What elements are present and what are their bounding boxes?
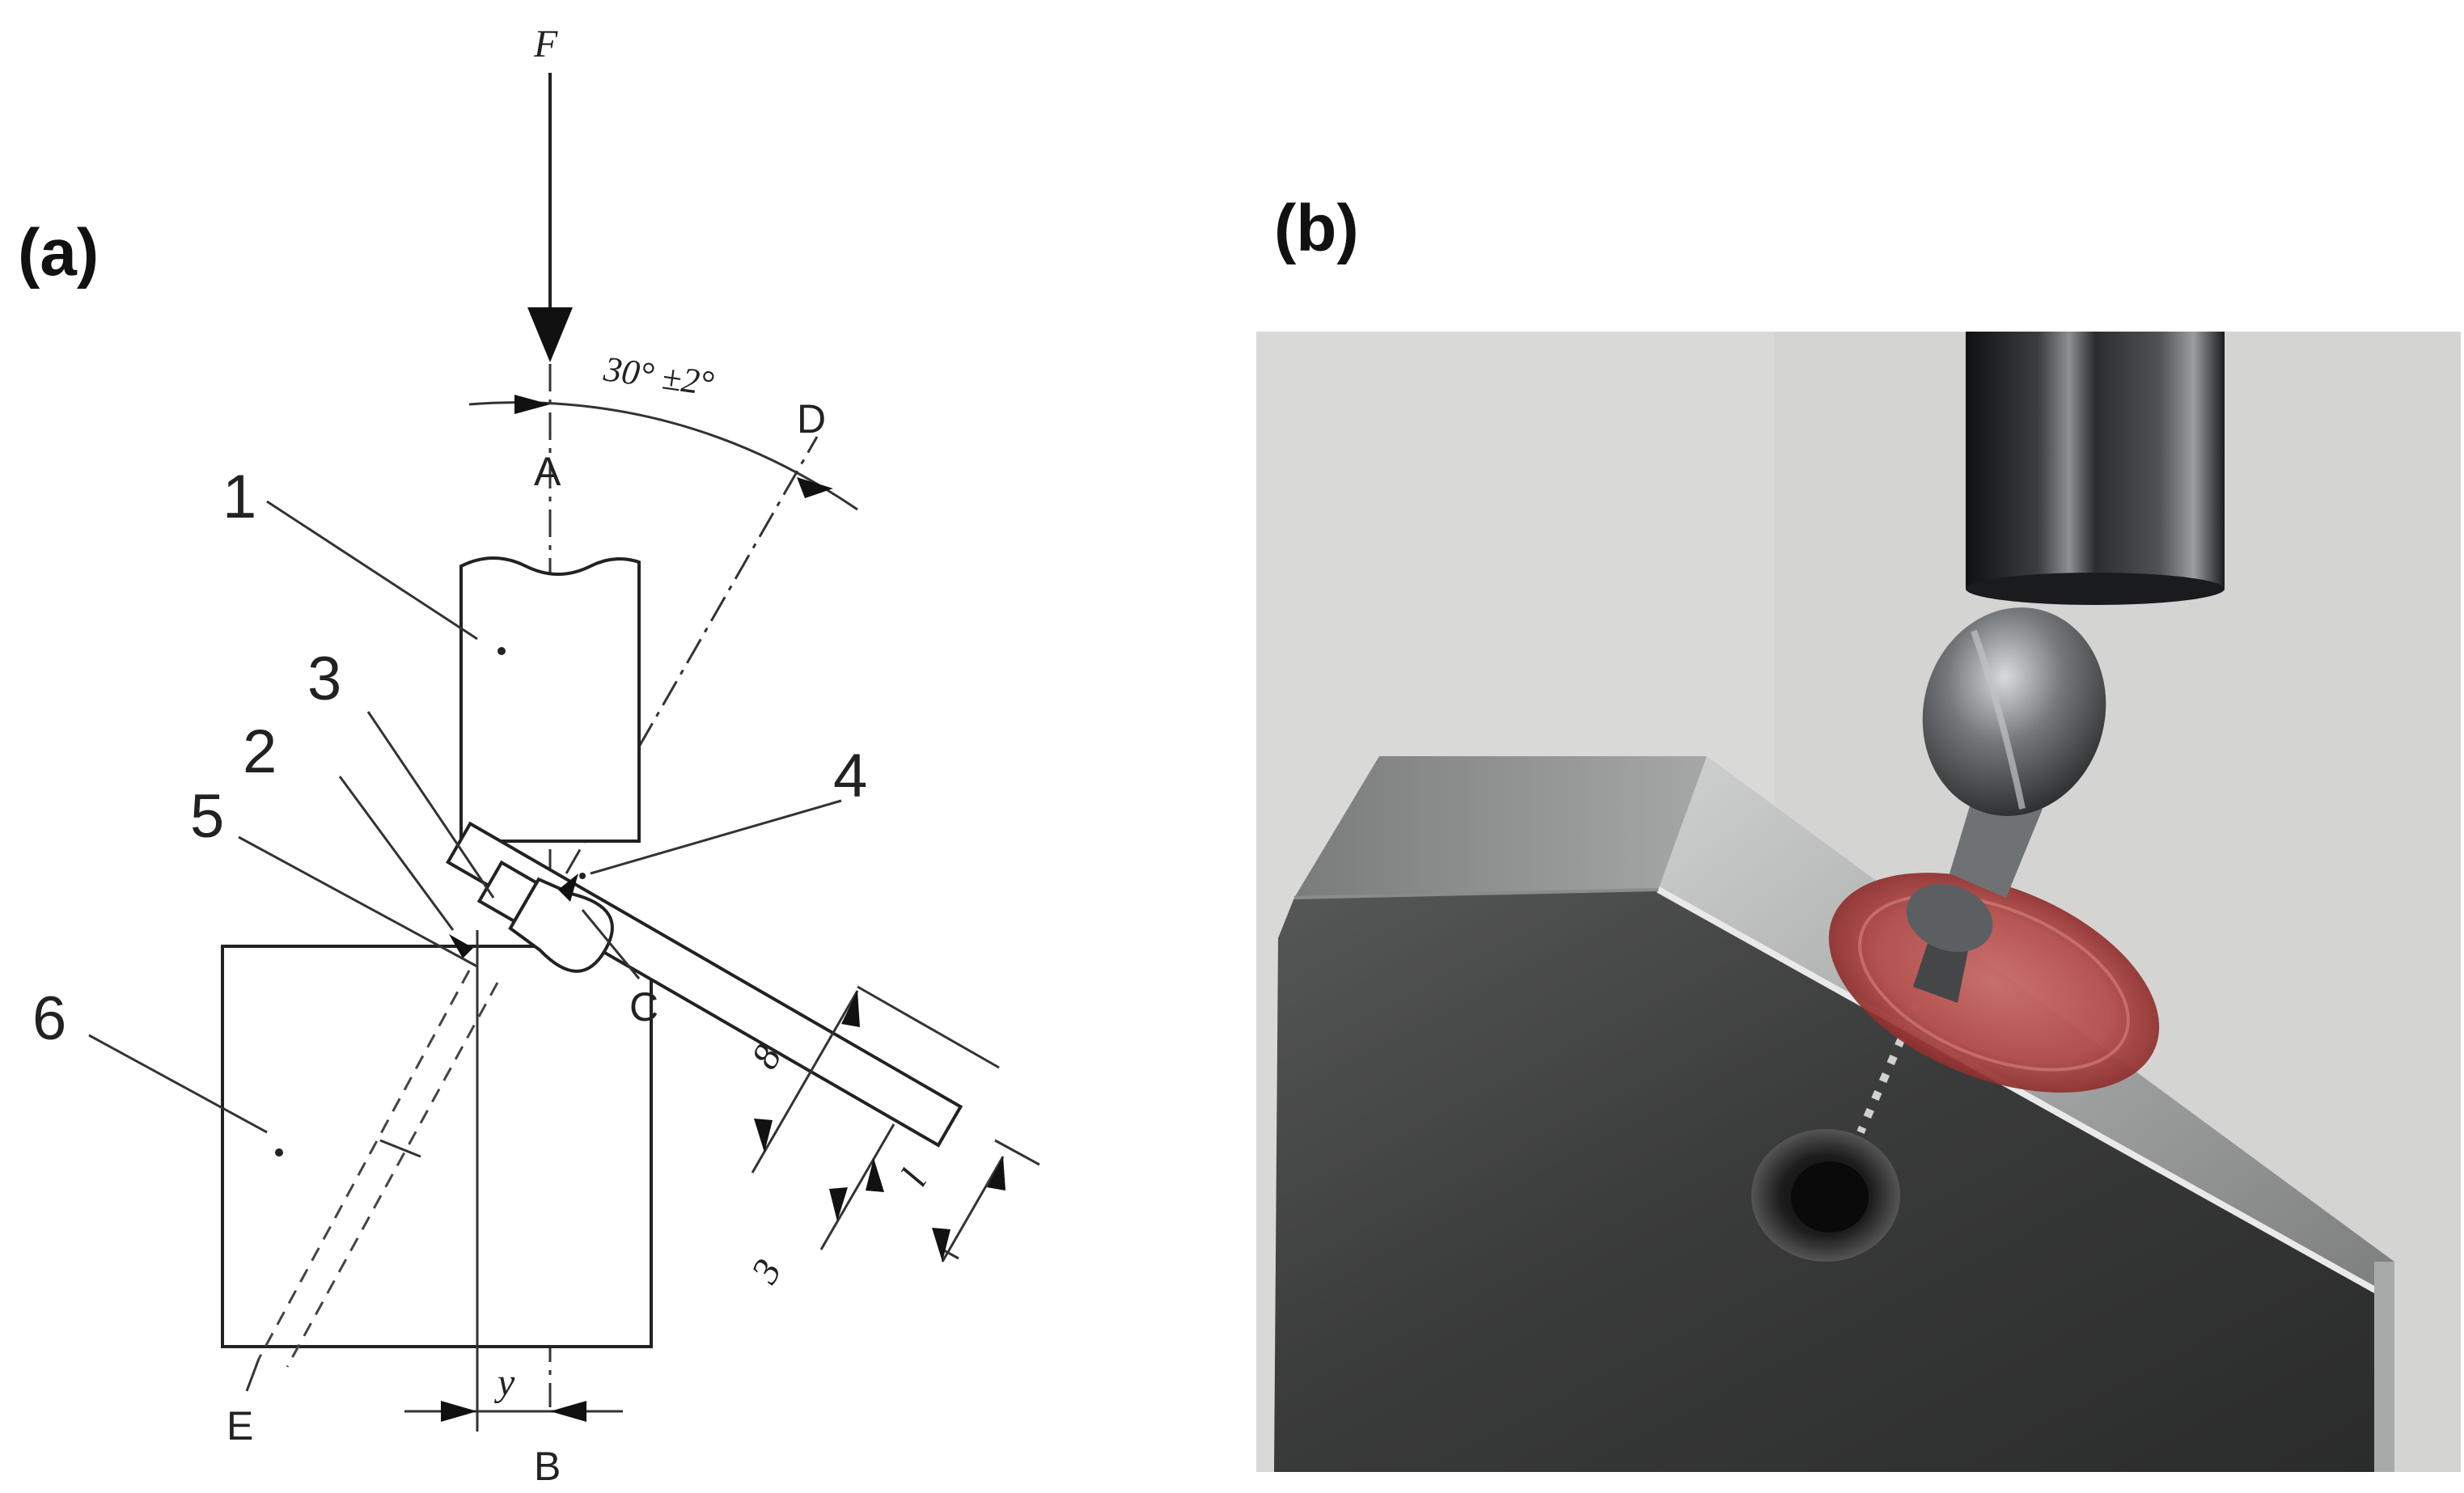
block-edge-highlight bbox=[1657, 886, 2384, 1297]
support-block bbox=[221, 945, 653, 1348]
dim-l-label: l bbox=[893, 1162, 936, 1193]
point-c-arrow bbox=[558, 873, 578, 902]
callout-3-leader bbox=[366, 711, 495, 899]
angle-arrow-left bbox=[514, 395, 550, 414]
dim-3-line bbox=[819, 1123, 895, 1250]
point-e-leader bbox=[245, 1358, 260, 1392]
seal-disc bbox=[1828, 873, 2160, 1093]
dim-y-arrow-left bbox=[441, 1401, 477, 1422]
callout-5-leader bbox=[238, 835, 478, 968]
point-a-label: A bbox=[534, 449, 561, 494]
callout-3: 3 bbox=[307, 645, 341, 713]
hidden-shank-left bbox=[257, 970, 471, 1360]
photo-panel: (b) bbox=[1256, 192, 2461, 1472]
dim-l-line bbox=[941, 1156, 1005, 1262]
callout-2: 2 bbox=[243, 717, 277, 786]
loading-rod bbox=[1966, 332, 2225, 589]
angle-arrow-right bbox=[797, 477, 833, 498]
bolt-hole-inner bbox=[1791, 1161, 1869, 1233]
callout-6-leader bbox=[88, 1034, 268, 1134]
shank-mark bbox=[379, 1139, 421, 1158]
point-c-leader bbox=[581, 909, 641, 979]
hidden-shank-right bbox=[286, 982, 499, 1368]
force-label: F bbox=[533, 23, 558, 66]
dim-3-arrow-top bbox=[866, 1158, 884, 1192]
loading-rod-tip bbox=[1966, 573, 2225, 605]
block-mark bbox=[275, 1148, 283, 1157]
point-b-label: B bbox=[534, 1444, 561, 1489]
dim-y-arrow-right bbox=[550, 1401, 586, 1422]
dim-3-arrow-bottom bbox=[829, 1187, 848, 1221]
dim-y-label: y bbox=[493, 1361, 515, 1404]
callout-1: 1 bbox=[222, 463, 256, 531]
dim-8-arrow-bottom bbox=[754, 1119, 773, 1153]
panel-a-label: (a) bbox=[18, 216, 99, 290]
point-c-label: C bbox=[629, 984, 658, 1030]
ball-mark bbox=[579, 873, 586, 879]
block-top-edge bbox=[1293, 888, 1659, 899]
ball-head-assembly bbox=[476, 860, 614, 973]
callout-5: 5 bbox=[190, 782, 224, 851]
angle-label: 30° ±2° bbox=[601, 349, 717, 404]
callout-1-leader bbox=[266, 500, 478, 641]
part-2-arrow bbox=[449, 934, 473, 958]
dim-3-label: 3 bbox=[743, 1252, 790, 1291]
inclined-axis-cd bbox=[565, 436, 819, 874]
dim-l-arrow-top bbox=[987, 1157, 1005, 1191]
dim-l-arrow-bottom bbox=[932, 1228, 950, 1262]
panel-b-label: (b) bbox=[1274, 192, 1359, 265]
block-top-face bbox=[1294, 756, 1707, 898]
ball-head-photo bbox=[1922, 607, 2106, 816]
dim-ext-plate-top bbox=[994, 1139, 1040, 1166]
point-d-label: D bbox=[797, 396, 826, 442]
callout-2-leader bbox=[338, 776, 455, 931]
seal-disc-ring bbox=[1858, 894, 2130, 1072]
dim-8-line bbox=[751, 990, 859, 1174]
dim-ext-plate-bottom bbox=[942, 1248, 959, 1260]
collet-nut bbox=[1906, 883, 1993, 953]
callout-6: 6 bbox=[32, 984, 66, 1053]
block-right-edge bbox=[2374, 1262, 2394, 1472]
dim-ext-top bbox=[857, 985, 1000, 1069]
force-arrow-head bbox=[527, 307, 573, 362]
point-e-label: E bbox=[227, 1403, 253, 1449]
callout-4-leader bbox=[590, 799, 842, 875]
diagram-panel: (a) F A B 30° ±2° D bbox=[18, 23, 1040, 1489]
ball-shank bbox=[1950, 793, 2043, 898]
loading-plunger bbox=[459, 556, 641, 843]
ball-highlight bbox=[1971, 629, 2026, 810]
ball-head bbox=[508, 877, 614, 973]
plunger-mark bbox=[497, 647, 506, 655]
callout-4: 4 bbox=[833, 742, 867, 810]
dim-8-arrow-top bbox=[841, 991, 860, 1027]
